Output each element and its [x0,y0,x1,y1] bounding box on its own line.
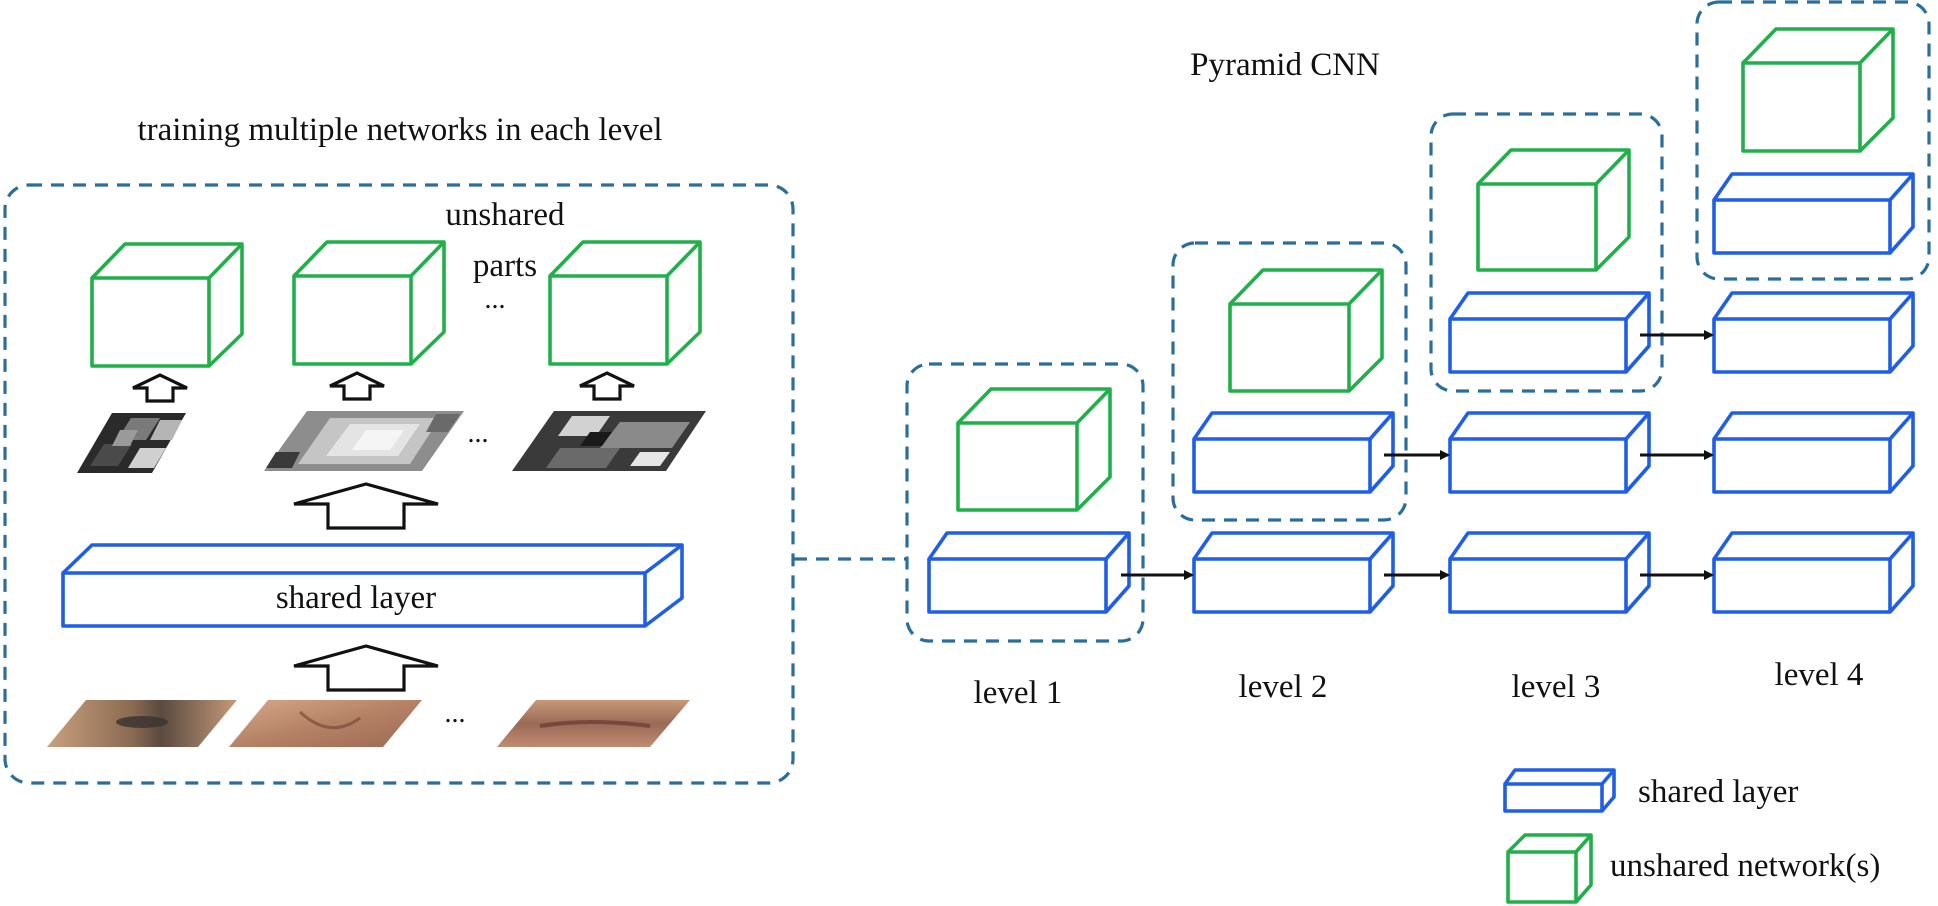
unshared-parts-label-line2: parts [473,248,537,284]
large-up-arrow-2 [293,644,439,692]
shared-layer-box [61,543,684,628]
large-up-arrow-1 [293,482,439,530]
level-4-shared-layer-4 [1712,172,1915,255]
legend-unshared-label: unshared network(s) [1610,848,1880,884]
level-3-dashed-border [1429,112,1664,393]
level-4-shared-layer-3 [1712,291,1915,374]
ellipsis-feature-maps: ... [468,418,489,449]
level-2-shared-layer-1 [1192,531,1395,614]
small-up-arrow-3 [579,371,635,401]
level-4-shared-layer-2 [1712,411,1915,494]
unshared-parts-label-line1: unshared [445,197,565,233]
left-panel-title: training multiple networks in each level [137,112,662,148]
level-2-shared-layer-2 [1192,411,1395,494]
level-1-dashed-border [905,362,1145,643]
level-3-unshared-cube [1476,148,1631,272]
level-3-shared-layer-1 [1448,531,1651,614]
level-1-shared-layer-1 [927,531,1131,614]
level-4-dashed-border [1695,0,1931,281]
face-patch-nose [229,700,422,747]
face-patch-mouth [497,700,690,747]
level-1-label: level 1 [974,675,1063,711]
level-1-unshared-cube [956,387,1112,512]
feature-map-3 [512,411,706,471]
face-patch-eye [47,700,237,747]
shared-layer-label: shared layer [276,580,436,616]
feature-map-1 [77,413,186,473]
pyramid-cnn-title: Pyramid CNN [1190,47,1380,83]
level-2-label: level 2 [1239,669,1328,705]
small-up-arrow-1 [132,373,188,403]
level-4-label: level 4 [1775,657,1864,693]
level-4-unshared-cube [1741,27,1895,153]
level-3-shared-layer-3 [1448,291,1651,374]
feature-map-2 [264,411,464,471]
level-3-shared-layer-2 [1448,411,1651,494]
legend-shared-icon [1503,768,1616,813]
level-4-shared-layer-1 [1712,531,1915,614]
unshared-cube-2 [292,240,446,366]
legend-unshared-icon [1506,833,1593,904]
legend: shared layer unshared network(s) [1503,768,1880,904]
unshared-cube-1 [90,242,244,368]
legend-shared-label: shared layer [1638,774,1798,810]
ellipsis-cubes: ... [485,284,506,315]
level-2-unshared-cube [1228,268,1384,393]
unshared-cube-3 [548,240,702,366]
level-2-dashed-border [1171,241,1408,522]
level-3-label: level 3 [1512,669,1601,705]
small-up-arrow-2 [329,371,385,401]
ellipsis-face-patches: ... [445,698,466,729]
